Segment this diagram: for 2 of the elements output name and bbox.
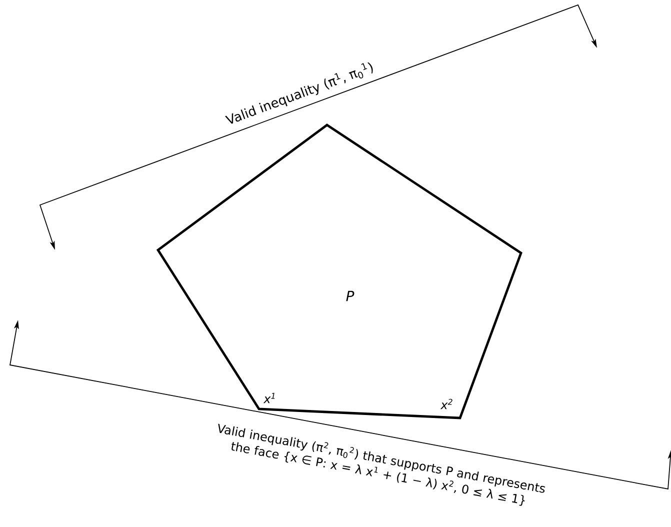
vertex-label: x$^{1}$: [263, 392, 275, 404]
vertex-label: x$^{2}$: [440, 398, 452, 410]
